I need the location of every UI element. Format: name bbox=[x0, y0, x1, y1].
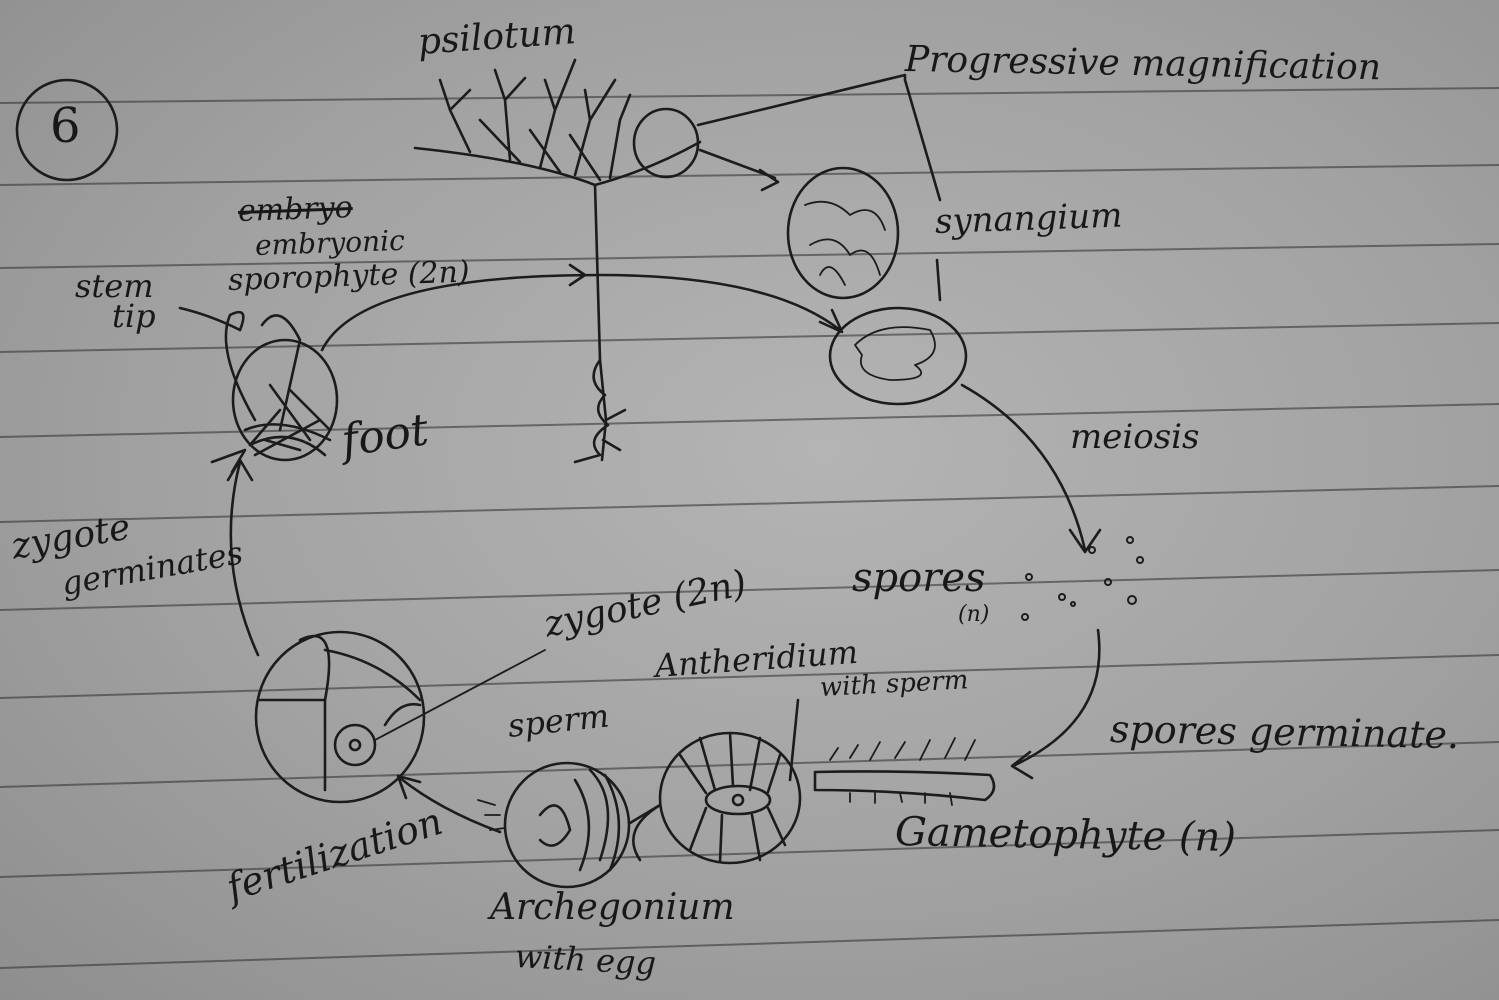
label-synangium: synangium bbox=[934, 195, 1124, 242]
label-spores-germinate: spores germinate. bbox=[1109, 707, 1460, 758]
label-embryonic: embryonic bbox=[254, 223, 406, 262]
arrow-sporophyte-to-sporangium bbox=[320, 273, 844, 352]
sporangium-drawing bbox=[828, 306, 968, 406]
label-embryo-crossed-out: embryo bbox=[237, 190, 354, 229]
arrow-fertilization bbox=[396, 774, 502, 834]
magnification-lines bbox=[696, 73, 942, 202]
label-spores: spores bbox=[852, 555, 986, 601]
label-with-egg: with egg bbox=[514, 937, 657, 983]
synangium-drawing bbox=[786, 166, 900, 300]
label-sporophyte-2n: sporophyte (2n) bbox=[227, 254, 471, 298]
gametophyte-drawing bbox=[813, 737, 996, 806]
zygote-drawing bbox=[254, 630, 546, 804]
spores-dots bbox=[1021, 536, 1144, 621]
antheridium-drawing bbox=[628, 698, 802, 865]
label-tip: tip bbox=[112, 297, 156, 335]
label-meiosis: meiosis bbox=[1070, 417, 1200, 457]
arrow-meiosis bbox=[960, 383, 1102, 554]
label-with-sperm: with sperm bbox=[819, 665, 970, 703]
embryonic-sporophyte-drawing bbox=[178, 306, 339, 474]
label-sperm: sperm bbox=[506, 696, 611, 745]
label-stem: stem bbox=[75, 267, 154, 305]
label-foot: foot bbox=[338, 404, 432, 467]
magnification-circle bbox=[632, 107, 700, 179]
page-number: 6 bbox=[50, 98, 81, 154]
label-spores-n: (n) bbox=[958, 602, 990, 627]
label-progressive-magnification: Progressive magnification bbox=[904, 39, 1382, 89]
page-number-circle bbox=[15, 78, 119, 182]
psilotum-plant bbox=[413, 58, 702, 464]
arrow-spores-germinate bbox=[1010, 628, 1101, 780]
archegonium-drawing bbox=[477, 761, 631, 889]
label-archegonium: Archegonium bbox=[490, 887, 735, 928]
label-gametophyte: Gametophyte (n) bbox=[894, 809, 1237, 861]
